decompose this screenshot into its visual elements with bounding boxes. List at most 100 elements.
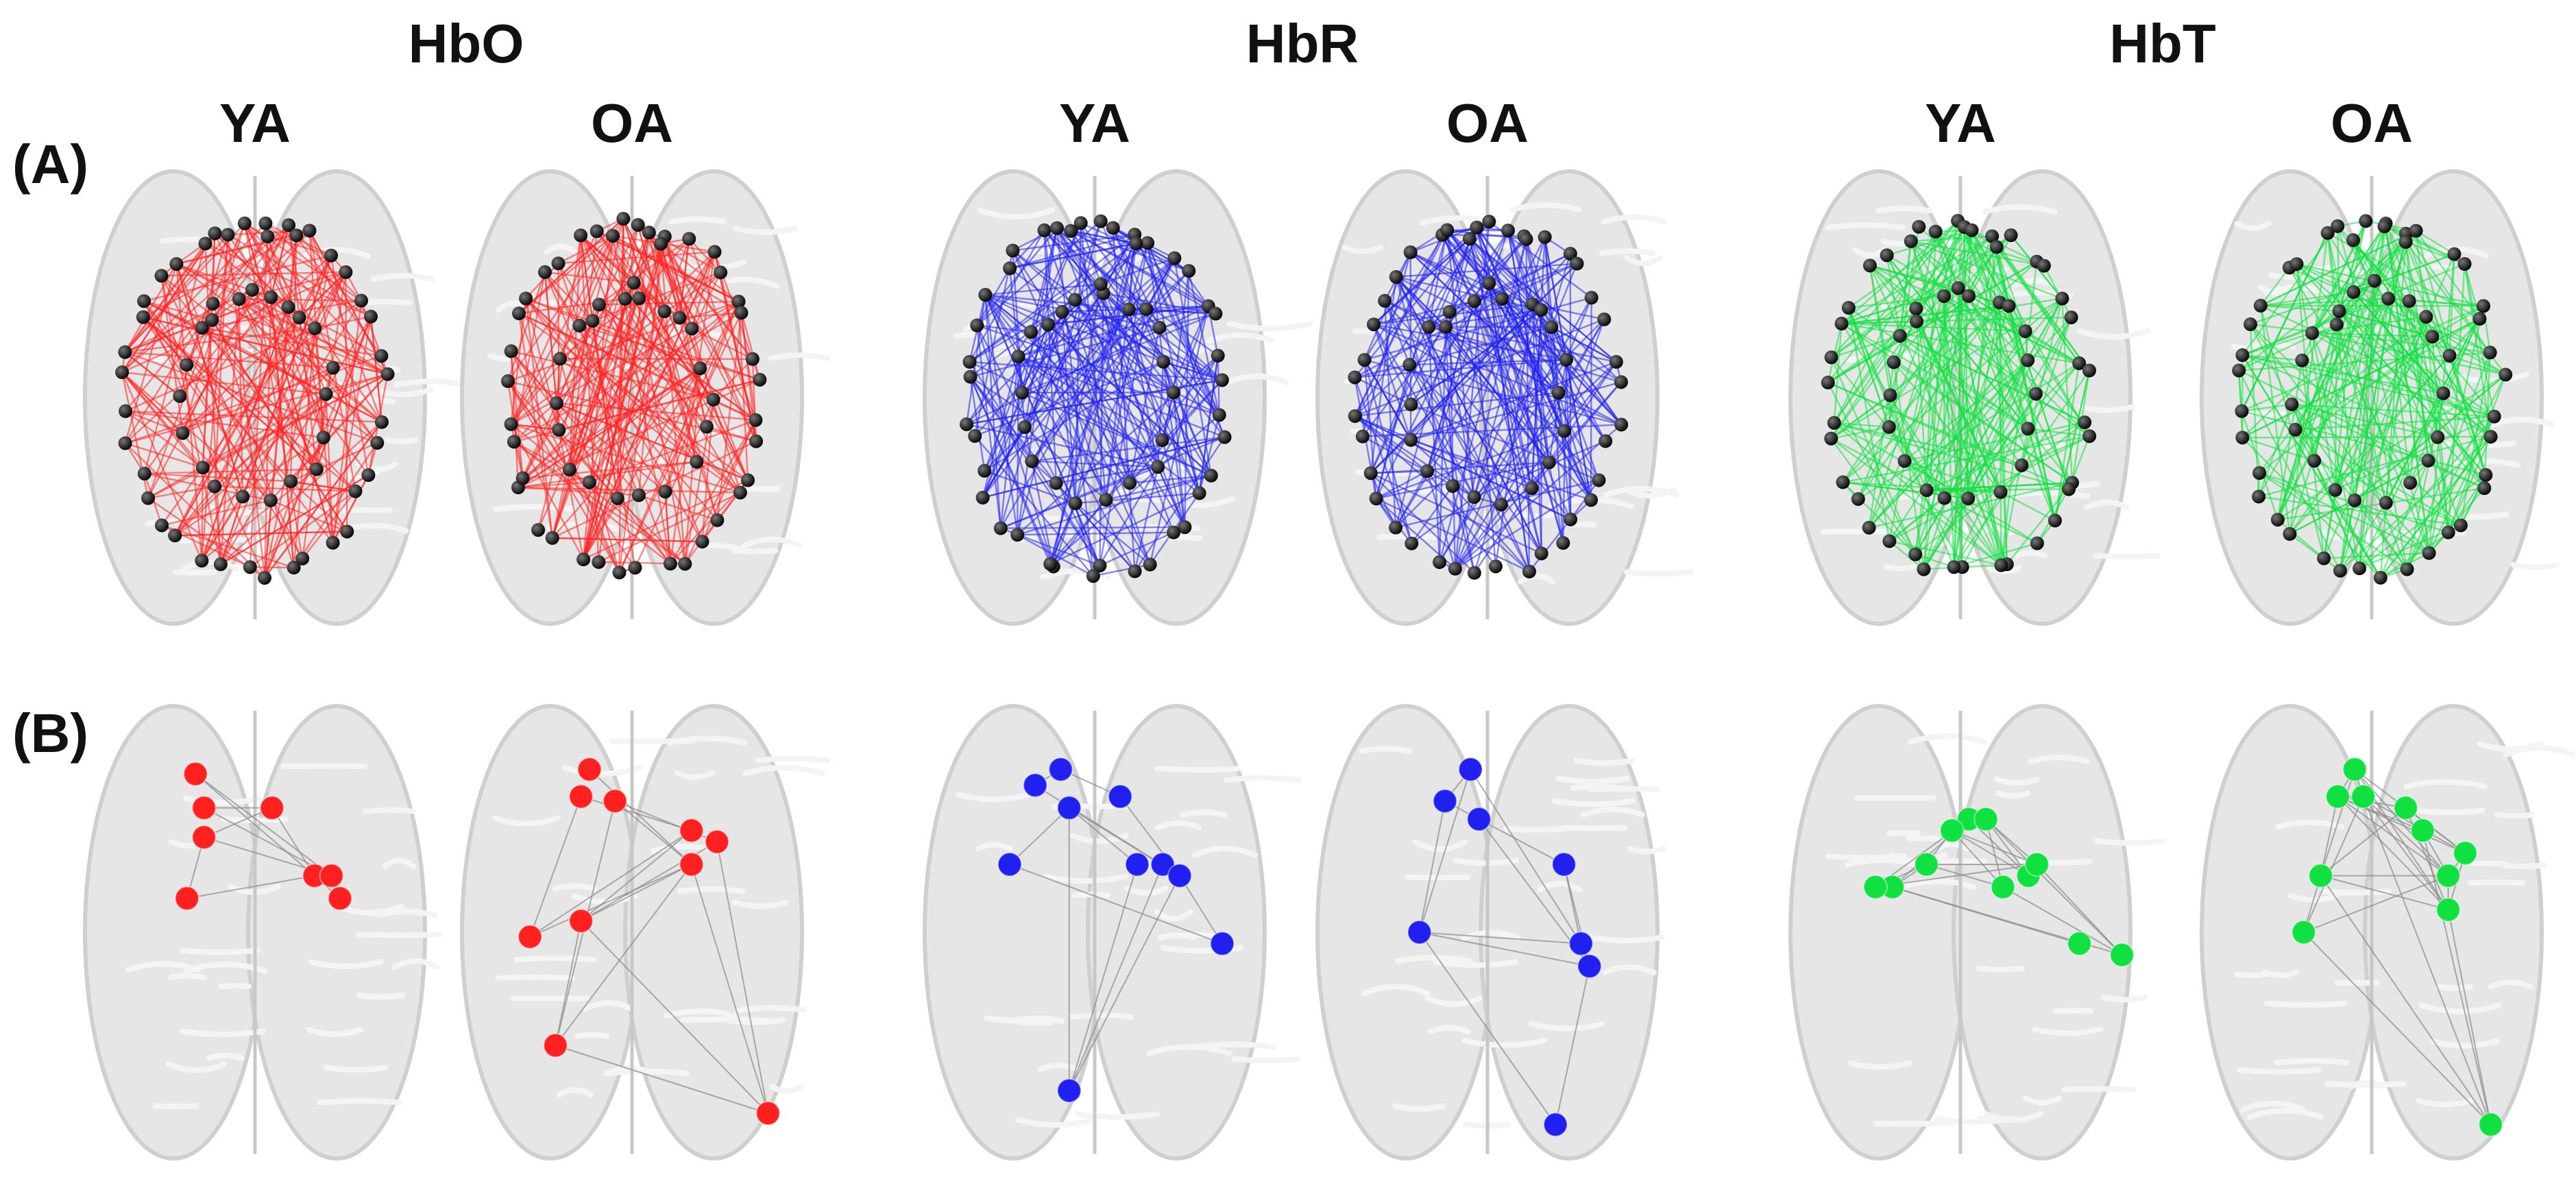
node bbox=[1985, 229, 2000, 243]
node bbox=[1937, 491, 1952, 505]
brain-gyrus bbox=[1224, 775, 1302, 784]
node bbox=[1488, 559, 1503, 574]
node bbox=[2403, 476, 2418, 490]
node bbox=[260, 229, 275, 243]
connection-edge bbox=[2241, 354, 2438, 438]
node bbox=[1369, 492, 1383, 506]
connection-edge bbox=[1009, 864, 1223, 945]
connection-edge bbox=[1000, 526, 1185, 529]
brain-left-hemisphere bbox=[83, 704, 264, 1161]
node bbox=[568, 908, 594, 934]
connection-edge bbox=[1134, 234, 1220, 415]
node bbox=[1152, 320, 1167, 335]
connection-edge bbox=[659, 243, 686, 564]
connection-edge bbox=[121, 372, 203, 561]
connection-edge bbox=[1009, 807, 1070, 865]
node bbox=[1043, 557, 1058, 571]
brain-gyrus bbox=[308, 959, 384, 969]
connection-edge bbox=[2296, 263, 2492, 437]
connection-edge bbox=[2311, 315, 2427, 335]
node bbox=[1851, 492, 1865, 506]
node bbox=[2479, 468, 2493, 482]
brain-gyrus bbox=[1192, 1041, 1277, 1050]
node bbox=[962, 354, 977, 369]
node bbox=[295, 551, 310, 566]
connection-edge bbox=[2422, 830, 2492, 1125]
connection-edge bbox=[2311, 332, 2361, 569]
node bbox=[1897, 454, 1912, 468]
connection-edge bbox=[1047, 324, 1212, 476]
node bbox=[1366, 317, 1381, 332]
node bbox=[572, 318, 587, 332]
node bbox=[1182, 264, 1196, 278]
brain-gyrus bbox=[1601, 214, 1667, 225]
connection-edge bbox=[1410, 235, 1525, 405]
connection-edge bbox=[1069, 807, 1138, 865]
brain-gyrus bbox=[2324, 1080, 2407, 1088]
node bbox=[1912, 219, 1926, 234]
brain-gyrus bbox=[742, 765, 825, 777]
node bbox=[2457, 257, 2472, 271]
connection-edge bbox=[243, 223, 389, 375]
node bbox=[1093, 277, 1108, 291]
node bbox=[1965, 223, 1979, 237]
node bbox=[1928, 224, 1943, 239]
connection-edge bbox=[1105, 243, 1137, 500]
connection-edge bbox=[308, 230, 389, 375]
node bbox=[2062, 482, 2076, 496]
connection-edge bbox=[1967, 498, 2002, 566]
connection-edge bbox=[125, 410, 382, 423]
connection-edge bbox=[984, 294, 1019, 535]
node bbox=[590, 224, 604, 239]
node bbox=[707, 245, 722, 259]
connection-edge bbox=[332, 316, 372, 543]
connection-edge bbox=[1112, 228, 1136, 572]
connection-edge bbox=[525, 298, 760, 381]
connection-edge bbox=[1985, 818, 2004, 888]
connection-edge bbox=[1069, 230, 1186, 528]
connection-edge bbox=[1525, 239, 1568, 361]
connection-edge bbox=[1172, 270, 1190, 393]
connection-edge bbox=[332, 474, 369, 544]
node bbox=[1862, 520, 1876, 535]
connection-edge bbox=[124, 351, 378, 444]
connection-edge bbox=[1438, 326, 1447, 563]
connection-edge bbox=[1557, 392, 1592, 500]
node bbox=[2291, 920, 2316, 945]
node bbox=[1883, 388, 1897, 402]
connection-edge bbox=[1394, 304, 1533, 529]
brain-b-4 bbox=[1788, 704, 2167, 1161]
node bbox=[2015, 458, 2029, 472]
node bbox=[2346, 233, 2360, 247]
brain-gyrus bbox=[1231, 1056, 1301, 1064]
node bbox=[1010, 528, 1025, 542]
row-label-b: (B) bbox=[12, 703, 89, 764]
connection-edge bbox=[143, 316, 317, 470]
connection-edge bbox=[1445, 326, 1550, 463]
node bbox=[749, 413, 763, 427]
node bbox=[1597, 312, 1612, 326]
node bbox=[1404, 433, 1418, 447]
connection-edge bbox=[1531, 236, 1546, 489]
connection-edge bbox=[1943, 295, 2002, 566]
connection-edge bbox=[1847, 307, 1890, 428]
node bbox=[2235, 348, 2250, 363]
node bbox=[364, 309, 378, 324]
brain-gyrus bbox=[358, 299, 413, 306]
brain-gyrus bbox=[1155, 820, 1202, 831]
connection-edge bbox=[2000, 428, 2029, 566]
connection-edge bbox=[2054, 363, 2080, 521]
connection-edge bbox=[1934, 231, 2002, 493]
connection-edge bbox=[969, 230, 1045, 363]
connection-edge bbox=[1161, 392, 1175, 441]
connection-edge bbox=[1840, 322, 2028, 430]
connection-edge bbox=[1023, 228, 1058, 428]
network-b-hbo-oa bbox=[518, 757, 781, 1126]
node bbox=[1210, 931, 1235, 956]
node bbox=[1093, 559, 1107, 573]
node bbox=[2410, 818, 2435, 843]
node bbox=[326, 535, 340, 550]
node bbox=[1440, 223, 1455, 237]
connection-edge bbox=[1452, 485, 1530, 572]
node bbox=[2320, 226, 2335, 240]
